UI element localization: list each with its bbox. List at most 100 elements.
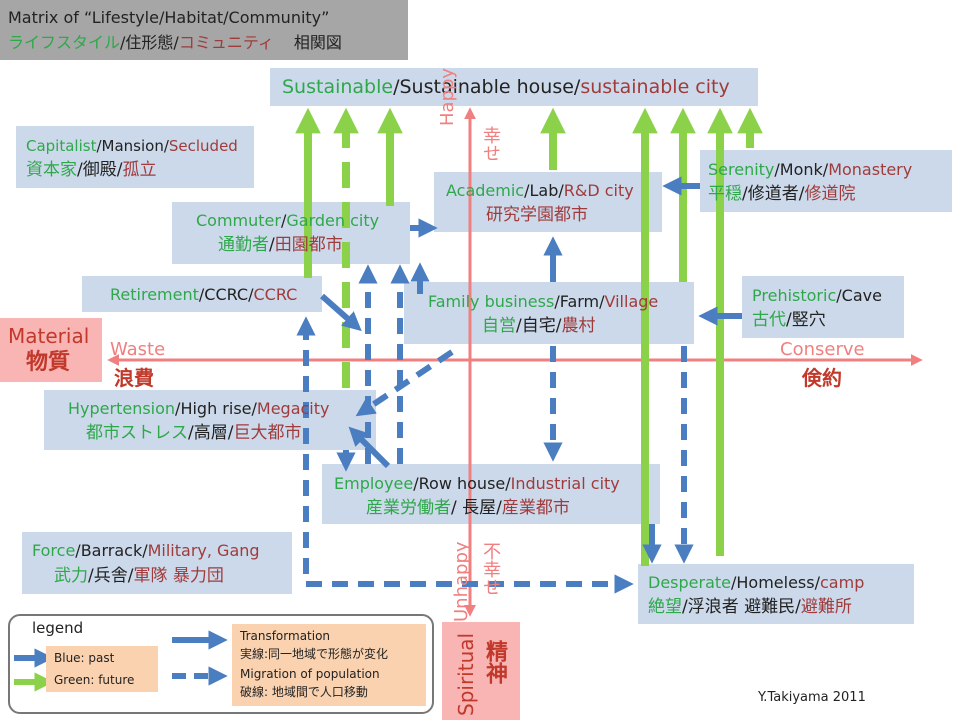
axis-material-label: Material — [8, 324, 90, 348]
node-family-en: Family business/Farm/Village — [428, 292, 658, 312]
node-desperate-jp: 絶望/浮浪者 避難民/避難所 — [648, 597, 852, 617]
node-serenity-box — [700, 150, 952, 212]
serenity-lifestyle-jp: 平穏 — [708, 184, 742, 204]
node-academic-jp: 研究学園都市 — [486, 205, 588, 225]
force-community: Military, Gang — [147, 541, 260, 560]
academic-community: R&D city — [563, 181, 634, 200]
title-habitat-jp: /住形態/ — [120, 33, 179, 52]
axis-unhappy-label: Unhappy — [451, 541, 472, 622]
desperate-lifestyle-jp: 絶望 — [648, 597, 682, 617]
node-prehistoric-en: Prehistoric/Cave — [752, 286, 882, 306]
desperate-community: camp — [820, 573, 865, 592]
commuter-community: Garden city — [286, 211, 380, 230]
capitalist-community-jp: 孤立 — [122, 160, 157, 180]
title-lifestyle-jp: ライフスタイル — [8, 33, 121, 52]
desperate-habitat-jp: /浮浪者 避難民/ — [682, 597, 801, 617]
material-label-box — [0, 318, 102, 382]
force-community-jp: 軍隊 暴力団 — [133, 566, 224, 586]
node-top-label: Sustainable/Sustainable house/sustainabl… — [282, 75, 730, 99]
family-lifestyle-jp: 自営 — [482, 316, 516, 336]
serenity-habitat: /Monk/ — [774, 160, 829, 179]
axis-waste-label: Waste — [110, 339, 166, 360]
hypertension-lifestyle: Hypertension — [68, 399, 176, 418]
legend-migration-text: Migration of population — [240, 667, 380, 681]
axis-conserve-label: Conserve — [780, 339, 865, 360]
node-force-box — [22, 532, 292, 594]
prehistoric-habitat-jp: /竪穴 — [786, 310, 826, 330]
legend-transformation-jp-text: 実線:同一地域で形態が変化 — [240, 647, 389, 661]
academic-lifestyle: Academic — [446, 181, 525, 200]
title-community-jp: コミュニティ — [178, 33, 274, 52]
force-habitat: /Barrack/ — [75, 541, 148, 560]
axis-waste-jp-label: 浪費 — [114, 366, 154, 390]
hypertension-lifestyle-jp: 都市ストレス — [86, 423, 188, 443]
hypertension-community-jp: 巨大都市 — [233, 423, 302, 443]
commuter-community-jp: 田園都市 — [274, 235, 343, 255]
node-retirement-en: Retirement/CCRC/CCRC — [110, 285, 297, 305]
capitalist-lifestyle-jp: 資本家 — [26, 160, 77, 180]
legend-transformation-text: Transformation — [240, 629, 331, 643]
commuter-habitat-jp: / — [269, 235, 275, 255]
legend-title: legend — [32, 619, 84, 637]
node-capitalist-en: Capitalist/Mansion/Secluded — [26, 136, 238, 156]
family-lifestyle: Family business — [428, 292, 555, 311]
node-desperate-box — [638, 564, 914, 624]
legend-color-box — [46, 646, 158, 692]
commuter-lifestyle: Commuter — [196, 211, 281, 230]
hypertension-community: Megacity — [256, 399, 330, 418]
prehistoric-lifestyle-jp: 古代 — [752, 310, 786, 330]
family-habitat-jp: /自宅/ — [516, 316, 562, 336]
academic-habitat: /Lab/ — [524, 181, 564, 200]
desperate-lifestyle: Desperate — [648, 573, 731, 592]
node-academic-en: Academic/Lab/R&D city — [446, 181, 634, 201]
hypertension-habitat: /High rise/ — [175, 399, 257, 418]
axis-spiritual-jp-label: 精神 — [482, 640, 507, 684]
serenity-community: Monastery — [828, 160, 913, 179]
node-prehistoric-jp: 古代/竪穴 — [752, 310, 826, 330]
desperate-community-jp: 避難所 — [800, 597, 852, 617]
title-box — [0, 0, 408, 60]
title-line1: Matrix of “Lifestyle/Habitat/Community” — [8, 8, 330, 27]
employee-community-jp: 産業都市 — [501, 498, 570, 518]
capitalist-lifestyle: Capitalist — [26, 137, 97, 155]
node-retirement-box — [82, 276, 322, 312]
top-city: sustainable city — [580, 76, 730, 98]
capitalist-habitat-jp: /御殿/ — [77, 160, 123, 180]
force-lifestyle: Force — [32, 541, 76, 560]
force-habitat-jp: /兵舎/ — [88, 566, 134, 586]
prehistoric-lifestyle: Prehistoric — [752, 286, 837, 305]
retirement-community: CCRC — [253, 285, 298, 304]
node-desperate-en: Desperate/Homeless/camp — [648, 573, 864, 593]
top-sustainable: Sustainable — [282, 76, 394, 98]
node-serenity-jp: 平穏/修道者/修道院 — [708, 184, 855, 204]
node-hypertension-jp: 都市ストレス/高層/巨大都市 — [86, 423, 301, 443]
capitalist-community: Secluded — [168, 137, 238, 155]
force-lifestyle-jp: 武力 — [54, 566, 88, 586]
arrow-retirement-to-hypertension — [320, 293, 362, 332]
commuter-habitat: / — [280, 211, 287, 230]
node-top-box — [270, 68, 758, 106]
axis-unhappy-jp-label: 不幸せ — [480, 542, 501, 596]
capitalist-habitat: /Mansion/ — [96, 137, 169, 155]
node-capitalist-box — [16, 126, 254, 188]
node-prehistoric-box — [742, 276, 904, 338]
legend-box — [8, 614, 434, 714]
serenity-community-jp: 修道院 — [804, 184, 856, 204]
axis-conserve-jp-label: 倹約 — [802, 366, 842, 390]
hypertension-habitat-jp: /高層/ — [188, 423, 234, 443]
employee-lifestyle: Employee — [334, 474, 414, 493]
node-hypertension-en: Hypertension/High rise/Megacity — [68, 399, 329, 419]
node-force-en: Force/Barrack/Military, Gang — [32, 541, 260, 561]
title-matrix-jp: 相関図 — [293, 33, 342, 52]
node-capitalist-jp: 資本家/御殿/孤立 — [26, 160, 156, 180]
employee-community: Industrial city — [510, 474, 620, 493]
legend-line-box — [232, 624, 426, 706]
legend-blue-text: Blue: past — [54, 651, 115, 665]
family-habitat: /Farm/ — [554, 292, 605, 311]
family-community-jp: 農村 — [561, 316, 596, 336]
node-commuter-en: Commuter/Garden city — [196, 211, 379, 231]
family-community: Village — [604, 292, 659, 311]
desperate-habitat: /Homeless/ — [731, 573, 820, 592]
employee-habitat: /Row house/ — [413, 474, 511, 493]
